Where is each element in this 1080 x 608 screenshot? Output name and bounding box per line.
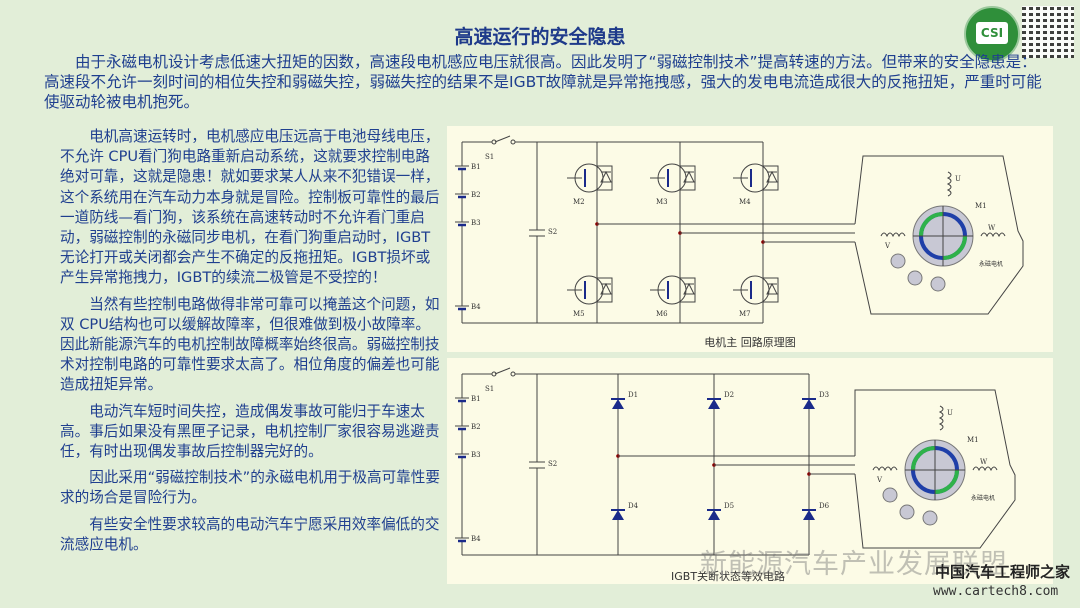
battery-gap: [456, 222, 468, 225]
diode-icon: [597, 277, 613, 303]
terminal-icon: [907, 270, 923, 286]
motor-label: M1: [975, 202, 987, 210]
battery-gap: [456, 398, 468, 401]
battery-gap: [456, 194, 468, 197]
battery-gap: [456, 538, 468, 541]
diode-icon: [763, 165, 779, 191]
battery-gap: [456, 426, 468, 429]
diode-icon: [708, 510, 720, 520]
qr-code: [1022, 6, 1074, 58]
cap-gap: [527, 230, 547, 236]
switch-icon: [494, 135, 511, 143]
winding-v: [880, 232, 906, 238]
diode-icon: [763, 277, 779, 303]
winding-v: [872, 466, 898, 472]
diagram-caption: 电机主 回路原理图: [704, 336, 796, 349]
diode-icon: [597, 165, 613, 191]
motor-name: 永磁电机: [971, 494, 995, 502]
paragraph: 电机高速运转时，电机感应电压远高于电池母线电压，不允许 CPU看门狗电路重新启动…: [60, 128, 440, 287]
switch-icon: [494, 367, 511, 375]
site-url: www.cartech8.com: [933, 584, 1059, 599]
device-label: D1: [628, 391, 638, 399]
battery-gap: [456, 166, 468, 169]
paragraph: 有些安全性要求较高的电动汽车宁愿采用效率偏低的交流感应电机。: [60, 515, 440, 553]
paragraph: 电动汽车短时间失控，造成偶发事故可能归于车速太高。事后如果没有黑匣子记录，电机控…: [60, 402, 440, 461]
body-text: 电机高速运转时，电机感应电压远高于电池母线电压，不允许 CPU看门狗电路重新启动…: [60, 127, 442, 561]
phase-label-v: V: [884, 242, 891, 250]
motor-label: M1: [967, 436, 979, 444]
device-label: M5: [573, 310, 585, 318]
terminal-icon: [899, 504, 915, 520]
winding-w: [980, 232, 1006, 238]
phase-label-u: U: [947, 409, 953, 417]
terminal-icon: [922, 510, 938, 526]
phase-label-w: W: [988, 224, 996, 232]
switch-label: S1: [485, 385, 494, 393]
capacitor-label: S2: [548, 228, 557, 236]
terminal-icon: [890, 253, 906, 269]
battery-label: B4: [471, 303, 481, 311]
motor-name: 永磁电机: [979, 260, 1003, 268]
rotor-ring-green: [919, 212, 967, 260]
diode-icon: [680, 277, 696, 303]
terminal-icon: [930, 276, 946, 292]
device-label: M6: [656, 310, 668, 318]
terminal-icon: [882, 487, 898, 503]
watermark: 新能源汽车产业发展联盟: [700, 549, 1008, 580]
battery-gap: [456, 306, 468, 309]
capacitor-label: S2: [548, 460, 557, 468]
phase-label-v: V: [876, 476, 883, 484]
phase-label-u: U: [955, 175, 961, 183]
paragraph: 当然有些控制电路做得非常可靠可以掩盖这个问题，如双 CPU结构也可以缓解故障率，…: [60, 295, 440, 394]
diode-icon: [680, 165, 696, 191]
diagram-caption: IGBT关断状态等效电路: [671, 570, 786, 583]
device-label: M2: [573, 198, 585, 206]
switch-contact: [510, 371, 516, 377]
device-label: M7: [739, 310, 751, 318]
paragraph: 因此采用“弱磁控制技术”的永磁电机用于极高可靠性要求的场合是冒险行为。: [60, 469, 440, 507]
logo-text: CSI: [976, 22, 1008, 44]
cap-gap: [527, 462, 547, 468]
device-label: D5: [724, 502, 734, 510]
device-label: M3: [656, 198, 668, 206]
battery-label: B1: [471, 163, 481, 171]
winding-w: [972, 466, 998, 472]
battery-label: B3: [471, 451, 481, 459]
device-label: D4: [628, 502, 639, 510]
intro-paragraph: 由于永磁电机设计考虑低速大扭矩的因数，高速段电机感应电压就很高。因此发明了“弱磁…: [44, 53, 1042, 111]
motor-housing: [854, 155, 1024, 315]
switch-contact: [510, 139, 516, 145]
rotor-ring-green: [911, 446, 959, 494]
winding-u: [946, 171, 952, 197]
diode-icon: [708, 399, 720, 409]
battery-label: B1: [471, 395, 481, 403]
phase-label-w: W: [980, 458, 988, 466]
diode-icon: [803, 510, 815, 520]
battery-label: B3: [471, 219, 481, 227]
diode-icon: [612, 510, 624, 520]
site-name: 中国汽车工程师之家: [935, 563, 1071, 581]
motor-housing: [854, 389, 1016, 549]
device-label: D2: [724, 391, 734, 399]
device-label: D6: [819, 502, 830, 510]
device-label: D3: [819, 391, 829, 399]
winding-u: [938, 405, 944, 431]
battery-gap: [456, 454, 468, 457]
diode-icon: [803, 399, 815, 409]
device-label: M4: [739, 198, 751, 206]
battery-label: B4: [471, 535, 481, 543]
battery-label: B2: [471, 191, 481, 199]
logo: CSI: [964, 6, 1020, 62]
page-title: 高速运行的安全隐患: [454, 26, 626, 48]
diode-icon: [612, 399, 624, 409]
switch-label: S1: [485, 153, 494, 161]
battery-label: B2: [471, 423, 481, 431]
